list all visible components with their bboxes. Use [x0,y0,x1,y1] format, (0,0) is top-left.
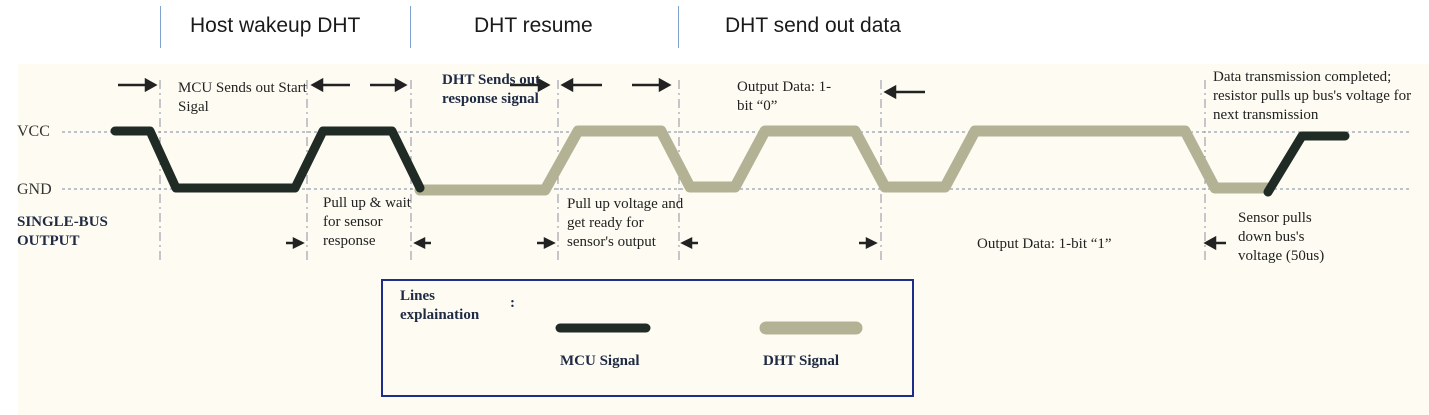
output-one-label: Output Data: 1-bit “1” [977,236,1112,252]
arrow-right [537,236,556,250]
phase-host-wakeup: Host wakeup DHT [190,14,361,37]
gnd-label: GND [17,181,52,198]
mcu-start-label: MCU Sends out Start Sigal [178,80,307,115]
output-zero-label: Output Data: 1-bit “0” [737,79,832,114]
phase-dht-send-data: DHT send out data [725,14,901,37]
legend-title: Lines explaination [400,288,480,323]
pull-up-ready-label: Pull up voltage and get ready for sensor… [567,196,684,250]
arrow-right [118,77,158,93]
sensor-pulls-down-label: Sensor pulls down bus's voltage (50us) [1238,210,1325,264]
mcu-signal-line-start [110,126,425,193]
diagram-panel [18,64,1429,415]
arrow-left [883,84,925,100]
arrow-right [510,77,551,93]
arrow-left [560,77,602,93]
arrow-left [1203,235,1226,251]
arrow-right [859,236,878,250]
dht-signal-line [414,125,1274,196]
vcc-label: VCC [17,123,50,140]
single-bus-output-label: SINGLE-BUS OUTPUT [17,214,108,249]
legend-colon: : [510,295,515,311]
mcu-signal-line-end [1263,131,1350,197]
arrow-left [310,77,350,93]
phase-dht-resume: DHT resume [474,14,593,37]
transmission-completed-label: Data transmission completed; resistor pu… [1213,69,1412,123]
arrow-left [413,236,431,250]
phase-divider [160,6,161,48]
phase-divider [410,6,411,48]
legend-dht-label: DHT Signal [763,353,840,369]
legend-box [381,279,914,397]
legend-mcu-label: MCU Signal [560,353,640,369]
arrow-right [632,77,672,93]
arrow-left [680,236,698,250]
dht-response-label: DHT Sends out response signal [442,72,541,107]
phase-divider [678,6,679,48]
arrow-right [286,236,305,250]
arrow-right [370,77,408,93]
pull-up-wait-label: Pull up & wait for sensor response [323,195,411,249]
